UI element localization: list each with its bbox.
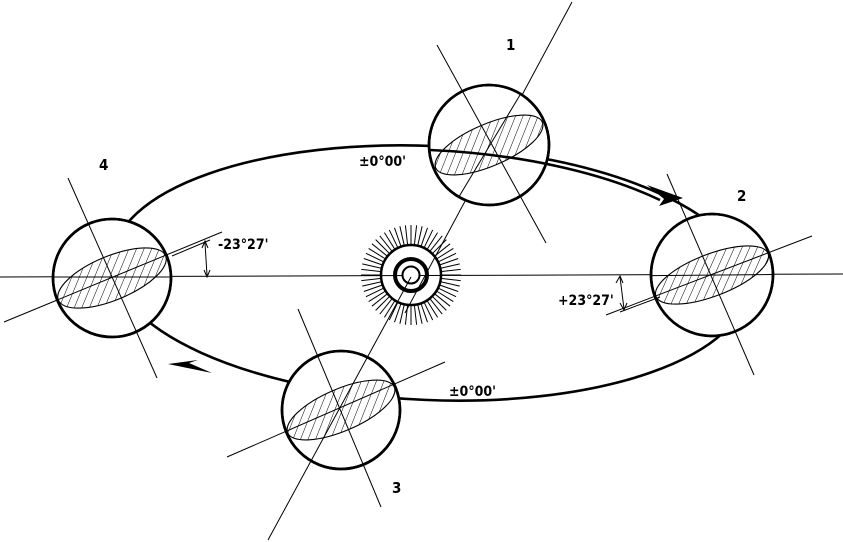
orbit-direction-arrow-icon: [168, 360, 212, 373]
earth-globe-1: [404, 1, 573, 314]
sun-icon: [361, 225, 461, 325]
sun-ray: [413, 225, 418, 245]
sun-ray: [413, 305, 418, 325]
sun-ray: [429, 235, 443, 252]
sun-ray: [365, 252, 384, 263]
sun-ray: [371, 243, 388, 257]
sun-ray: [434, 243, 451, 257]
sun-ray: [436, 247, 454, 259]
sun-ray: [399, 305, 405, 324]
sun-ray: [388, 229, 399, 248]
position-label-1: 1: [506, 36, 515, 54]
sun-ray: [420, 227, 428, 246]
sun-ray: [368, 247, 386, 259]
sun-ray: [432, 239, 447, 254]
angle-label-1: ±0°00': [359, 154, 406, 170]
sun-ray: [423, 302, 434, 321]
sun-ray: [441, 281, 460, 287]
sun-ray: [432, 296, 447, 311]
sun-ray: [362, 281, 381, 287]
sun-ray: [375, 296, 390, 311]
sun-ray: [394, 304, 402, 323]
sun-ray: [417, 226, 423, 245]
angle-indicator-left: [171, 239, 211, 279]
sun-ray: [441, 268, 461, 273]
orbit-direction-arrow-icon: [647, 185, 683, 206]
sun-ray: [440, 284, 459, 292]
sun-ray: [383, 232, 395, 250]
position-label-2: 2: [737, 187, 746, 205]
sun-ray: [404, 225, 409, 245]
earth-globe-4: [3, 177, 223, 379]
sun-ray: [363, 258, 382, 266]
sun-ray: [434, 293, 451, 307]
earth-globe-3: [226, 276, 446, 541]
orbit-path-overlay: [429, 148, 661, 202]
sun-ray: [427, 300, 439, 318]
sun-ray: [394, 227, 402, 246]
sun-ray: [361, 268, 381, 273]
angle-label-2: +23°27': [558, 293, 614, 309]
sun-ray: [363, 284, 382, 292]
position-label-4: 4: [99, 156, 108, 174]
sun-ray: [371, 293, 388, 307]
sun-ray: [429, 298, 443, 315]
position-label-3: 3: [392, 479, 401, 497]
angle-indicator-right: [615, 274, 661, 313]
angle-label-3: ±0°00': [449, 384, 496, 400]
sun-ray: [375, 239, 390, 254]
sun-ray: [423, 229, 434, 248]
angle-label-4: -23°27': [218, 237, 268, 253]
sun-ray: [417, 305, 423, 324]
earth-globe-2: [605, 173, 813, 376]
sun-ray: [440, 258, 459, 266]
sun-ray: [427, 232, 439, 250]
sun-ray: [438, 252, 457, 263]
sun-ray: [441, 263, 460, 269]
sun-ray: [383, 300, 395, 318]
sun-ray: [365, 287, 384, 298]
sun-ray: [362, 263, 381, 269]
sun-ray: [379, 298, 393, 315]
sun-ray: [379, 235, 393, 252]
sun-ray: [361, 277, 381, 282]
sun-ray: [368, 291, 386, 303]
sun-ray: [441, 277, 461, 282]
sun-ray: [438, 287, 457, 298]
sun-ray: [420, 304, 428, 323]
sun-ray: [399, 226, 405, 245]
sun-ray: [388, 302, 399, 321]
sun-ray: [436, 291, 454, 303]
